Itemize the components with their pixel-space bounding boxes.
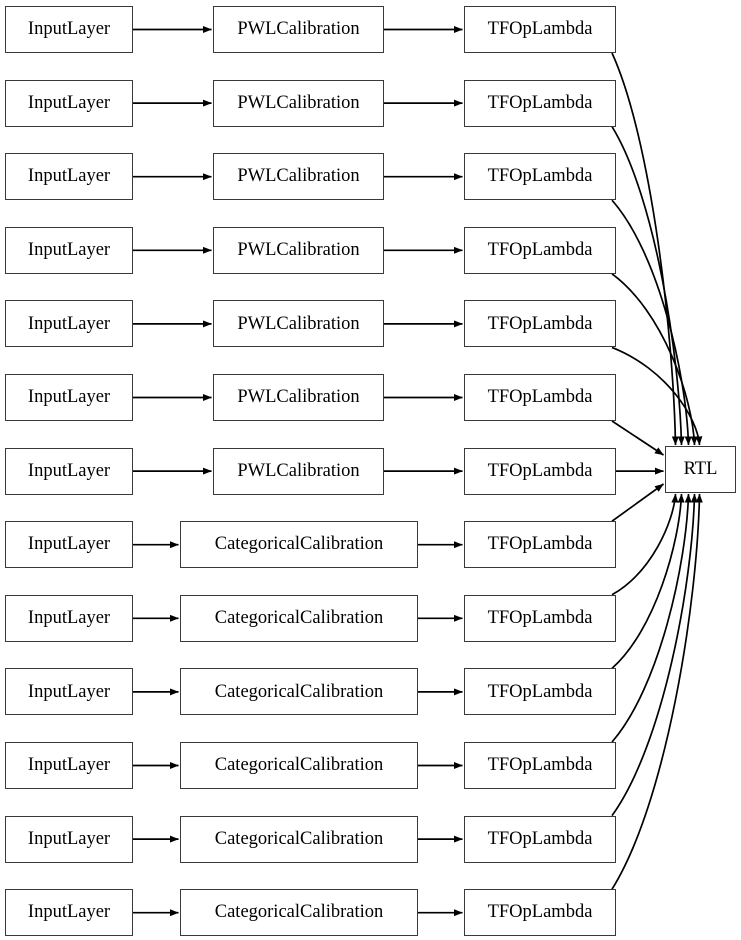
node-calibration-row-9-label: CategoricalCalibration: [214, 608, 384, 629]
node-tf-op-lambda-row-8-label: TFOpLambda: [487, 534, 593, 555]
edge-lambda-to-rtl-row-3: [611, 199, 692, 446]
node-input-layer-row-3-label: InputLayer: [27, 166, 111, 187]
node-calibration-row-6[interactable]: PWLCalibration: [213, 374, 384, 421]
node-calibration-row-1-label: PWLCalibration: [237, 19, 360, 40]
node-rtl-output[interactable]: RTL: [665, 446, 736, 493]
node-calibration-row-6-label: PWLCalibration: [237, 387, 360, 408]
node-input-layer-row-9[interactable]: InputLayer: [5, 594, 133, 642]
node-calibration-row-10-label: CategoricalCalibration: [214, 681, 384, 702]
node-input-layer-row-1-label: InputLayer: [27, 19, 111, 40]
node-tf-op-lambda-row-13[interactable]: TFOpLambda: [464, 889, 616, 937]
node-input-layer-row-10-label: InputLayer: [27, 681, 111, 702]
node-input-layer-row-7[interactable]: InputLayer: [5, 447, 133, 495]
node-calibration-row-13-label: CategoricalCalibration: [214, 902, 384, 923]
node-tf-op-lambda-row-13-label: TFOpLambda: [487, 902, 593, 923]
node-input-layer-row-1[interactable]: InputLayer: [5, 6, 133, 53]
node-calibration-row-9[interactable]: CategoricalCalibration: [180, 594, 418, 642]
node-input-layer-row-11[interactable]: InputLayer: [5, 742, 133, 789]
node-tf-op-lambda-row-9[interactable]: TFOpLambda: [464, 594, 616, 642]
node-tf-op-lambda-row-6-label: TFOpLambda: [487, 387, 593, 408]
node-calibration-row-12-label: CategoricalCalibration: [214, 828, 384, 849]
node-calibration-row-4[interactable]: PWLCalibration: [213, 226, 384, 274]
node-input-layer-row-12[interactable]: InputLayer: [5, 815, 133, 863]
node-input-layer-row-9-label: InputLayer: [27, 608, 111, 629]
node-calibration-row-2[interactable]: PWLCalibration: [213, 79, 384, 127]
edge-lambda-to-rtl-row-9: [611, 493, 679, 596]
node-input-layer-row-13[interactable]: InputLayer: [5, 889, 133, 937]
node-calibration-row-3-label: PWLCalibration: [237, 166, 360, 187]
node-calibration-row-3[interactable]: PWLCalibration: [213, 153, 384, 201]
edge-lambda-to-rtl-row-4: [611, 273, 698, 446]
node-tf-op-lambda-row-7[interactable]: TFOpLambda: [464, 447, 616, 495]
node-calibration-row-4-label: PWLCalibration: [237, 240, 360, 261]
node-calibration-row-11-label: CategoricalCalibration: [214, 755, 384, 776]
edge-lambda-to-rtl-row-11: [611, 493, 692, 743]
node-input-layer-row-2[interactable]: InputLayer: [5, 79, 133, 127]
node-input-layer-row-11-label: InputLayer: [27, 755, 111, 776]
edge-lambda-to-rtl-row-2: [611, 126, 685, 446]
node-input-layer-row-6[interactable]: InputLayer: [5, 374, 133, 421]
node-calibration-row-13[interactable]: CategoricalCalibration: [180, 889, 418, 937]
node-input-layer-row-12-label: InputLayer: [27, 828, 111, 849]
node-calibration-row-7-label: PWLCalibration: [237, 460, 360, 481]
edge-lambda-to-rtl-row-1: [611, 52, 679, 446]
node-calibration-row-8[interactable]: CategoricalCalibration: [180, 521, 418, 569]
node-calibration-row-2-label: PWLCalibration: [237, 92, 360, 113]
node-tf-op-lambda-row-1[interactable]: TFOpLambda: [464, 6, 616, 53]
node-rtl-output-label: RTL: [683, 459, 718, 480]
node-tf-op-lambda-row-6[interactable]: TFOpLambda: [464, 374, 616, 421]
node-input-layer-row-7-label: InputLayer: [27, 460, 111, 481]
node-input-layer-row-13-label: InputLayer: [27, 902, 111, 923]
node-tf-op-lambda-row-5-label: TFOpLambda: [487, 313, 593, 334]
node-tf-op-lambda-row-12-label: TFOpLambda: [487, 828, 593, 849]
node-calibration-row-7[interactable]: PWLCalibration: [213, 447, 384, 495]
node-tf-op-lambda-row-4[interactable]: TFOpLambda: [464, 226, 616, 274]
node-calibration-row-12[interactable]: CategoricalCalibration: [180, 815, 418, 863]
node-calibration-row-1[interactable]: PWLCalibration: [213, 6, 384, 53]
node-calibration-row-5[interactable]: PWLCalibration: [213, 300, 384, 348]
node-tf-op-lambda-row-8[interactable]: TFOpLambda: [464, 521, 616, 569]
edge-lambda-to-rtl-row-13: [611, 493, 703, 890]
node-tf-op-lambda-row-4-label: TFOpLambda: [487, 240, 593, 261]
node-tf-op-lambda-row-1-label: TFOpLambda: [487, 19, 593, 40]
edge-lambda-to-rtl-row-10: [611, 493, 685, 670]
node-calibration-row-10[interactable]: CategoricalCalibration: [180, 668, 418, 716]
node-tf-op-lambda-row-10[interactable]: TFOpLambda: [464, 668, 616, 716]
node-calibration-row-8-label: CategoricalCalibration: [214, 534, 384, 555]
node-tf-op-lambda-row-12[interactable]: TFOpLambda: [464, 815, 616, 863]
edge-lambda-to-rtl-row-6: [611, 420, 664, 456]
node-input-layer-row-8[interactable]: InputLayer: [5, 521, 133, 569]
node-input-layer-row-3[interactable]: InputLayer: [5, 153, 133, 201]
node-tf-op-lambda-row-7-label: TFOpLambda: [487, 460, 593, 481]
node-input-layer-row-6-label: InputLayer: [27, 387, 111, 408]
node-input-layer-row-4[interactable]: InputLayer: [5, 226, 133, 274]
node-input-layer-row-10[interactable]: InputLayer: [5, 668, 133, 716]
node-tf-op-lambda-row-10-label: TFOpLambda: [487, 681, 593, 702]
node-tf-op-lambda-row-9-label: TFOpLambda: [487, 608, 593, 629]
node-input-layer-row-2-label: InputLayer: [27, 92, 111, 113]
node-calibration-row-5-label: PWLCalibration: [237, 313, 360, 334]
node-input-layer-row-5-label: InputLayer: [27, 313, 111, 334]
node-input-layer-row-8-label: InputLayer: [27, 534, 111, 555]
node-calibration-row-11[interactable]: CategoricalCalibration: [180, 742, 418, 789]
node-tf-op-lambda-row-3-label: TFOpLambda: [487, 166, 593, 187]
edge-lambda-to-rtl-row-5: [611, 346, 703, 446]
node-tf-op-lambda-row-2[interactable]: TFOpLambda: [464, 79, 616, 127]
node-tf-op-lambda-row-5[interactable]: TFOpLambda: [464, 300, 616, 348]
edge-lambda-to-rtl-row-8: [611, 483, 664, 522]
node-input-layer-row-4-label: InputLayer: [27, 240, 111, 261]
edge-lambda-to-rtl-row-12: [611, 493, 698, 817]
node-tf-op-lambda-row-11[interactable]: TFOpLambda: [464, 742, 616, 789]
node-tf-op-lambda-row-11-label: TFOpLambda: [487, 755, 593, 776]
node-tf-op-lambda-row-2-label: TFOpLambda: [487, 92, 593, 113]
node-input-layer-row-5[interactable]: InputLayer: [5, 300, 133, 348]
node-tf-op-lambda-row-3[interactable]: TFOpLambda: [464, 153, 616, 201]
